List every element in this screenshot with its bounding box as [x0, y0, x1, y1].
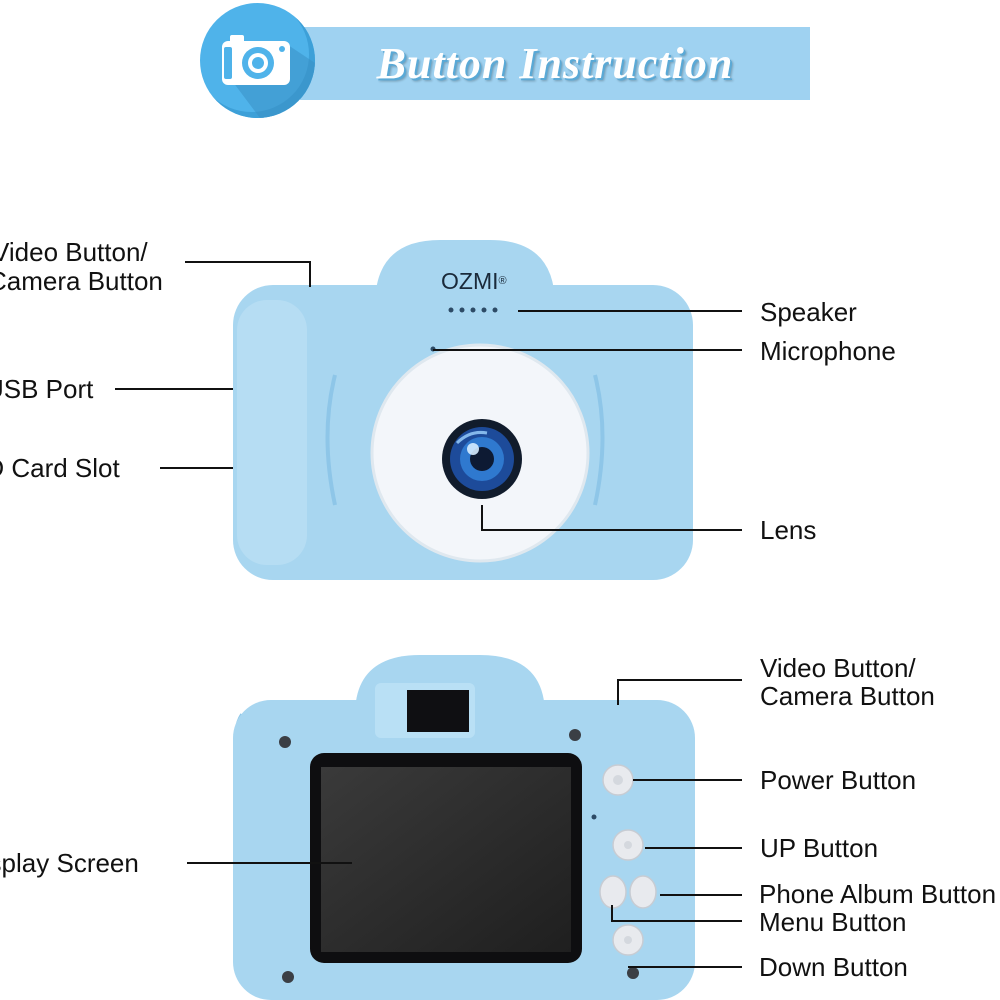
label-microphone: Microphone — [760, 336, 896, 366]
label-lens: Lens — [760, 515, 817, 545]
banner-title: Button Instruction — [376, 39, 734, 88]
label-front-camera-button-line2: Camera Button — [0, 266, 163, 296]
front-camera — [233, 240, 693, 580]
label-phone-album-button: Phone Album Button — [759, 879, 997, 909]
label-front-video-button-line1: Video Button/ — [0, 237, 148, 267]
camera-icon — [222, 35, 315, 118]
label-down-button: Down Button — [759, 952, 908, 982]
back-camera — [233, 655, 695, 1000]
label-back-camera-button-line2: Camera Button — [760, 681, 935, 711]
brand-logo: OZMI® — [441, 268, 507, 294]
label-usb-port: USB Port — [0, 374, 94, 404]
label-back-video-button-line1: Video Button/ — [760, 653, 916, 683]
label-power-button: Power Button — [760, 765, 917, 795]
label-up-button: UP Button — [760, 833, 879, 863]
label-display-screen: Display Screen — [0, 848, 139, 878]
label-sd-card-slot: SD Card Slot — [0, 453, 120, 483]
banner-circle — [200, 3, 315, 118]
brand-registered-mark: ® — [498, 275, 507, 287]
banner-bar — [300, 27, 810, 100]
label-speaker: Speaker — [760, 297, 857, 327]
brand-name: OZMI — [441, 268, 499, 294]
label-menu-button: Menu Button — [759, 907, 907, 937]
